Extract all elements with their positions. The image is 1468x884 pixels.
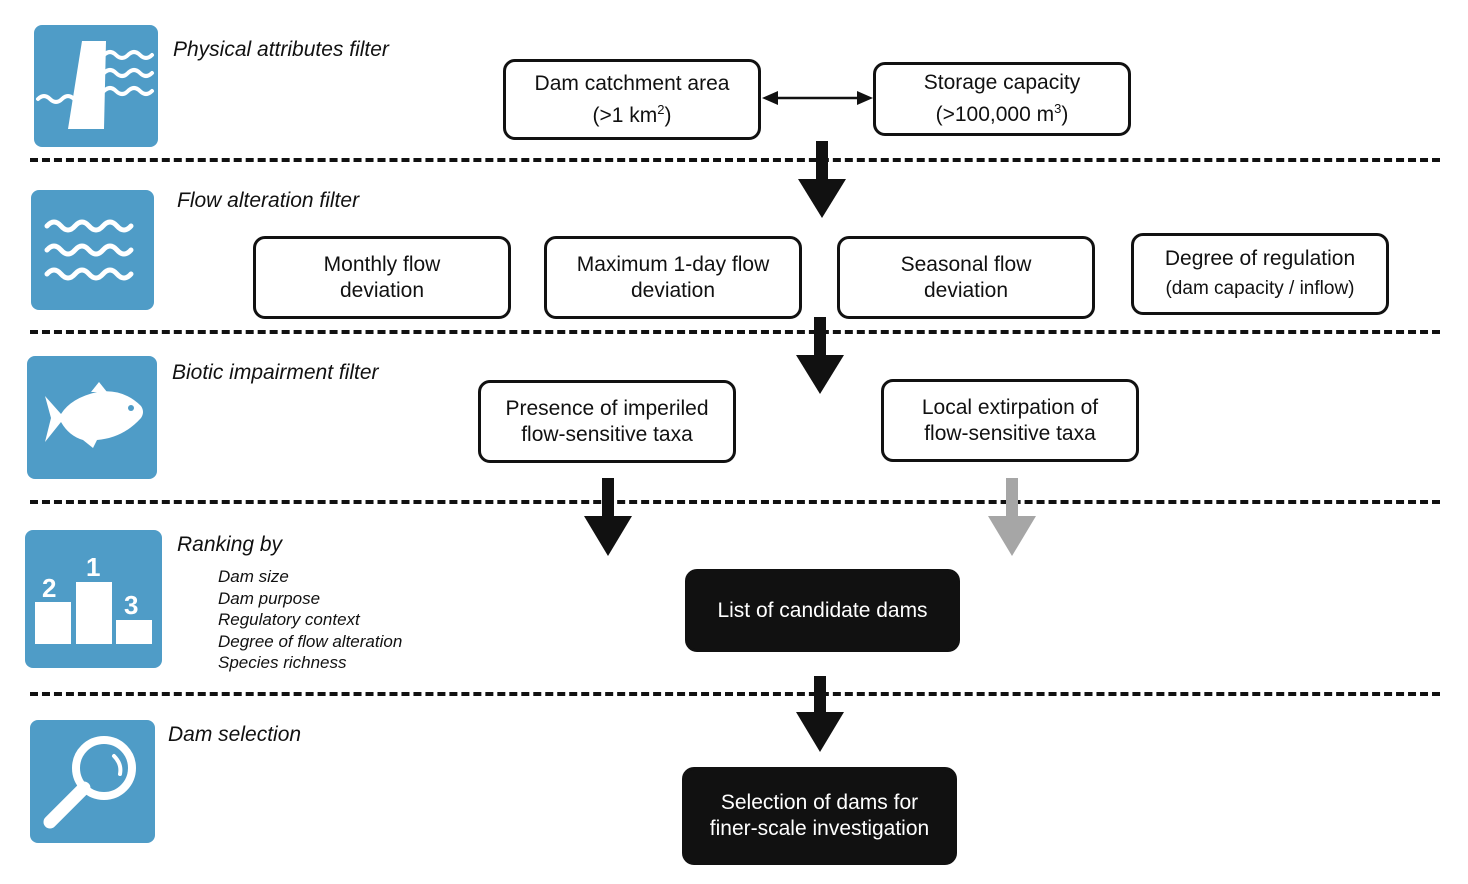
box-line: (>1 km2) <box>592 101 672 127</box>
down-arrow <box>796 676 844 752</box>
podium-label: 1 <box>86 552 101 582</box>
box-line: Seasonal flow <box>900 252 1032 276</box>
storage-capacity-box: Storage capacity (>100,000 m3) <box>873 62 1131 136</box>
separator-line <box>30 158 1440 162</box>
box-line: (>100,000 m3) <box>935 101 1069 126</box>
down-arrow <box>798 141 846 218</box>
stage-title-flow: Flow alteration filter <box>177 189 360 212</box>
regulation-box: Degree of regulation (dam capacity / inf… <box>1131 233 1389 315</box>
ranking-criterion: Dam purpose <box>218 588 321 608</box>
stage-title-ranking: Ranking by <box>177 533 283 556</box>
separator-line <box>30 692 1440 696</box>
box-line: List of candidate dams <box>717 598 928 622</box>
extirpation-box: Local extirpation of flow-sensitive taxa <box>881 379 1139 462</box>
box-line: flow-sensitive taxa <box>521 422 693 446</box>
box-line: finer-scale investigation <box>709 817 930 840</box>
candidate-dams-box: List of candidate dams <box>685 569 960 652</box>
separator-line <box>30 330 1440 334</box>
ranking-criterion: Regulatory context <box>218 610 360 629</box>
stage-title-biotic: Biotic impairment filter <box>172 361 379 384</box>
maximum-flow-box: Maximum 1-day flow deviation <box>544 236 802 319</box>
box-line: (dam capacity / inflow) <box>1165 278 1355 299</box>
ranking-criterion: Species richness <box>218 653 347 672</box>
separator-line <box>30 500 1440 504</box>
ranking-criteria-list: Dam size Dam purpose Regulatory context … <box>218 566 402 674</box>
box-line: Storage capacity <box>923 71 1081 94</box>
final-selection-box: Selection of dams for finer-scale invest… <box>682 767 957 865</box>
podium-icon: 2 1 3 <box>25 530 162 668</box>
magnifier-icon <box>30 720 155 843</box>
ranking-criterion: Degree of flow alteration <box>218 631 403 651</box>
box-line: flow-sensitive taxa <box>924 421 1096 445</box>
box-line: deviation <box>923 278 1009 302</box>
box-line: Degree of regulation <box>1164 247 1356 270</box>
stage-title-selection: Dam selection <box>168 723 302 746</box>
box-line: Presence of imperiled <box>505 396 709 420</box>
box-line: deviation <box>339 278 425 302</box>
box-line: Maximum 1-day flow <box>576 252 770 276</box>
fish-icon <box>27 356 157 479</box>
box-line: deviation <box>630 278 716 302</box>
podium-label: 3 <box>124 590 139 620</box>
catchment-area-box: Dam catchment area (>1 km2) <box>503 59 761 140</box>
imperiled-taxa-box: Presence of imperiled flow-sensitive tax… <box>478 380 736 463</box>
seasonal-flow-box: Seasonal flow deviation <box>837 236 1095 319</box>
gray-down-arrow <box>988 478 1036 556</box>
waves-icon <box>31 190 154 310</box>
dam-icon <box>34 25 158 147</box>
box-line: Selection of dams for <box>720 791 919 814</box>
podium-label: 2 <box>42 573 57 603</box>
monthly-flow-box: Monthly flow deviation <box>253 236 511 319</box>
down-arrow <box>584 478 632 556</box>
down-arrow <box>796 317 844 394</box>
ranking-criterion: Dam size <box>218 567 289 586</box>
box-line: Dam catchment area <box>534 71 730 95</box>
box-line: Local extirpation of <box>921 395 1099 419</box>
box-line: Monthly flow <box>323 252 441 276</box>
stage-title-physical: Physical attributes filter <box>173 38 389 61</box>
